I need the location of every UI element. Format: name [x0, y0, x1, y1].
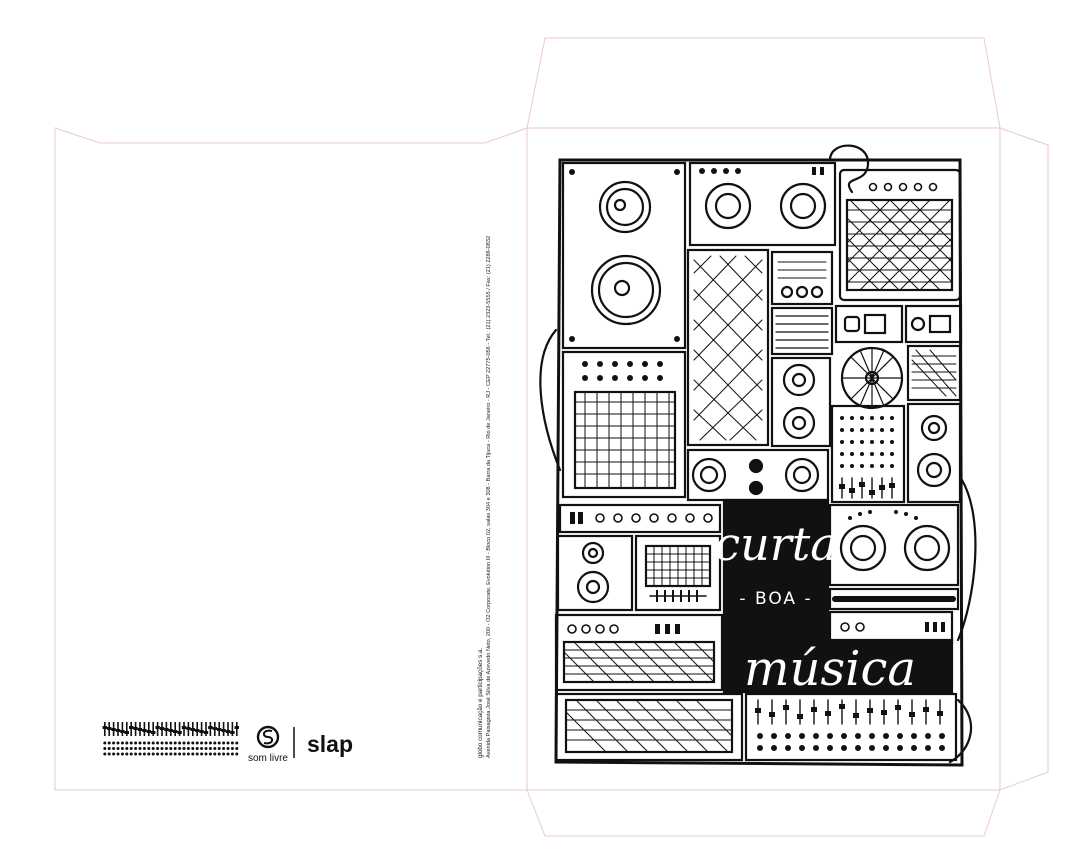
dieline — [54, 37, 1049, 837]
top-flap-outline — [526, 37, 1001, 129]
lettering-block-top — [722, 498, 830, 640]
bottom-flap-outline — [526, 789, 1001, 837]
speaker-stack-illustration — [539, 144, 977, 767]
barcode-pattern-icon — [102, 722, 239, 756]
som-livre-logo-icon — [256, 725, 280, 749]
imprint-company-line: globo comunicação e participações s.a. — [477, 647, 484, 758]
lettering-block-bottom — [722, 638, 954, 694]
somlivre-label: som livre — [248, 753, 288, 764]
imprint-address-line: Avenida Paisagista José Silva de Azevedo… — [486, 235, 492, 758]
front-panel-outline — [527, 127, 1001, 791]
lettering-boa: - BOA - — [739, 589, 812, 609]
lettering-musica: música — [744, 641, 916, 697]
lettering-curta: curta — [714, 517, 837, 571]
slap-logo-text: slap — [307, 731, 353, 757]
side-flap-outline — [999, 127, 1049, 791]
back-panel-outline — [54, 127, 528, 791]
